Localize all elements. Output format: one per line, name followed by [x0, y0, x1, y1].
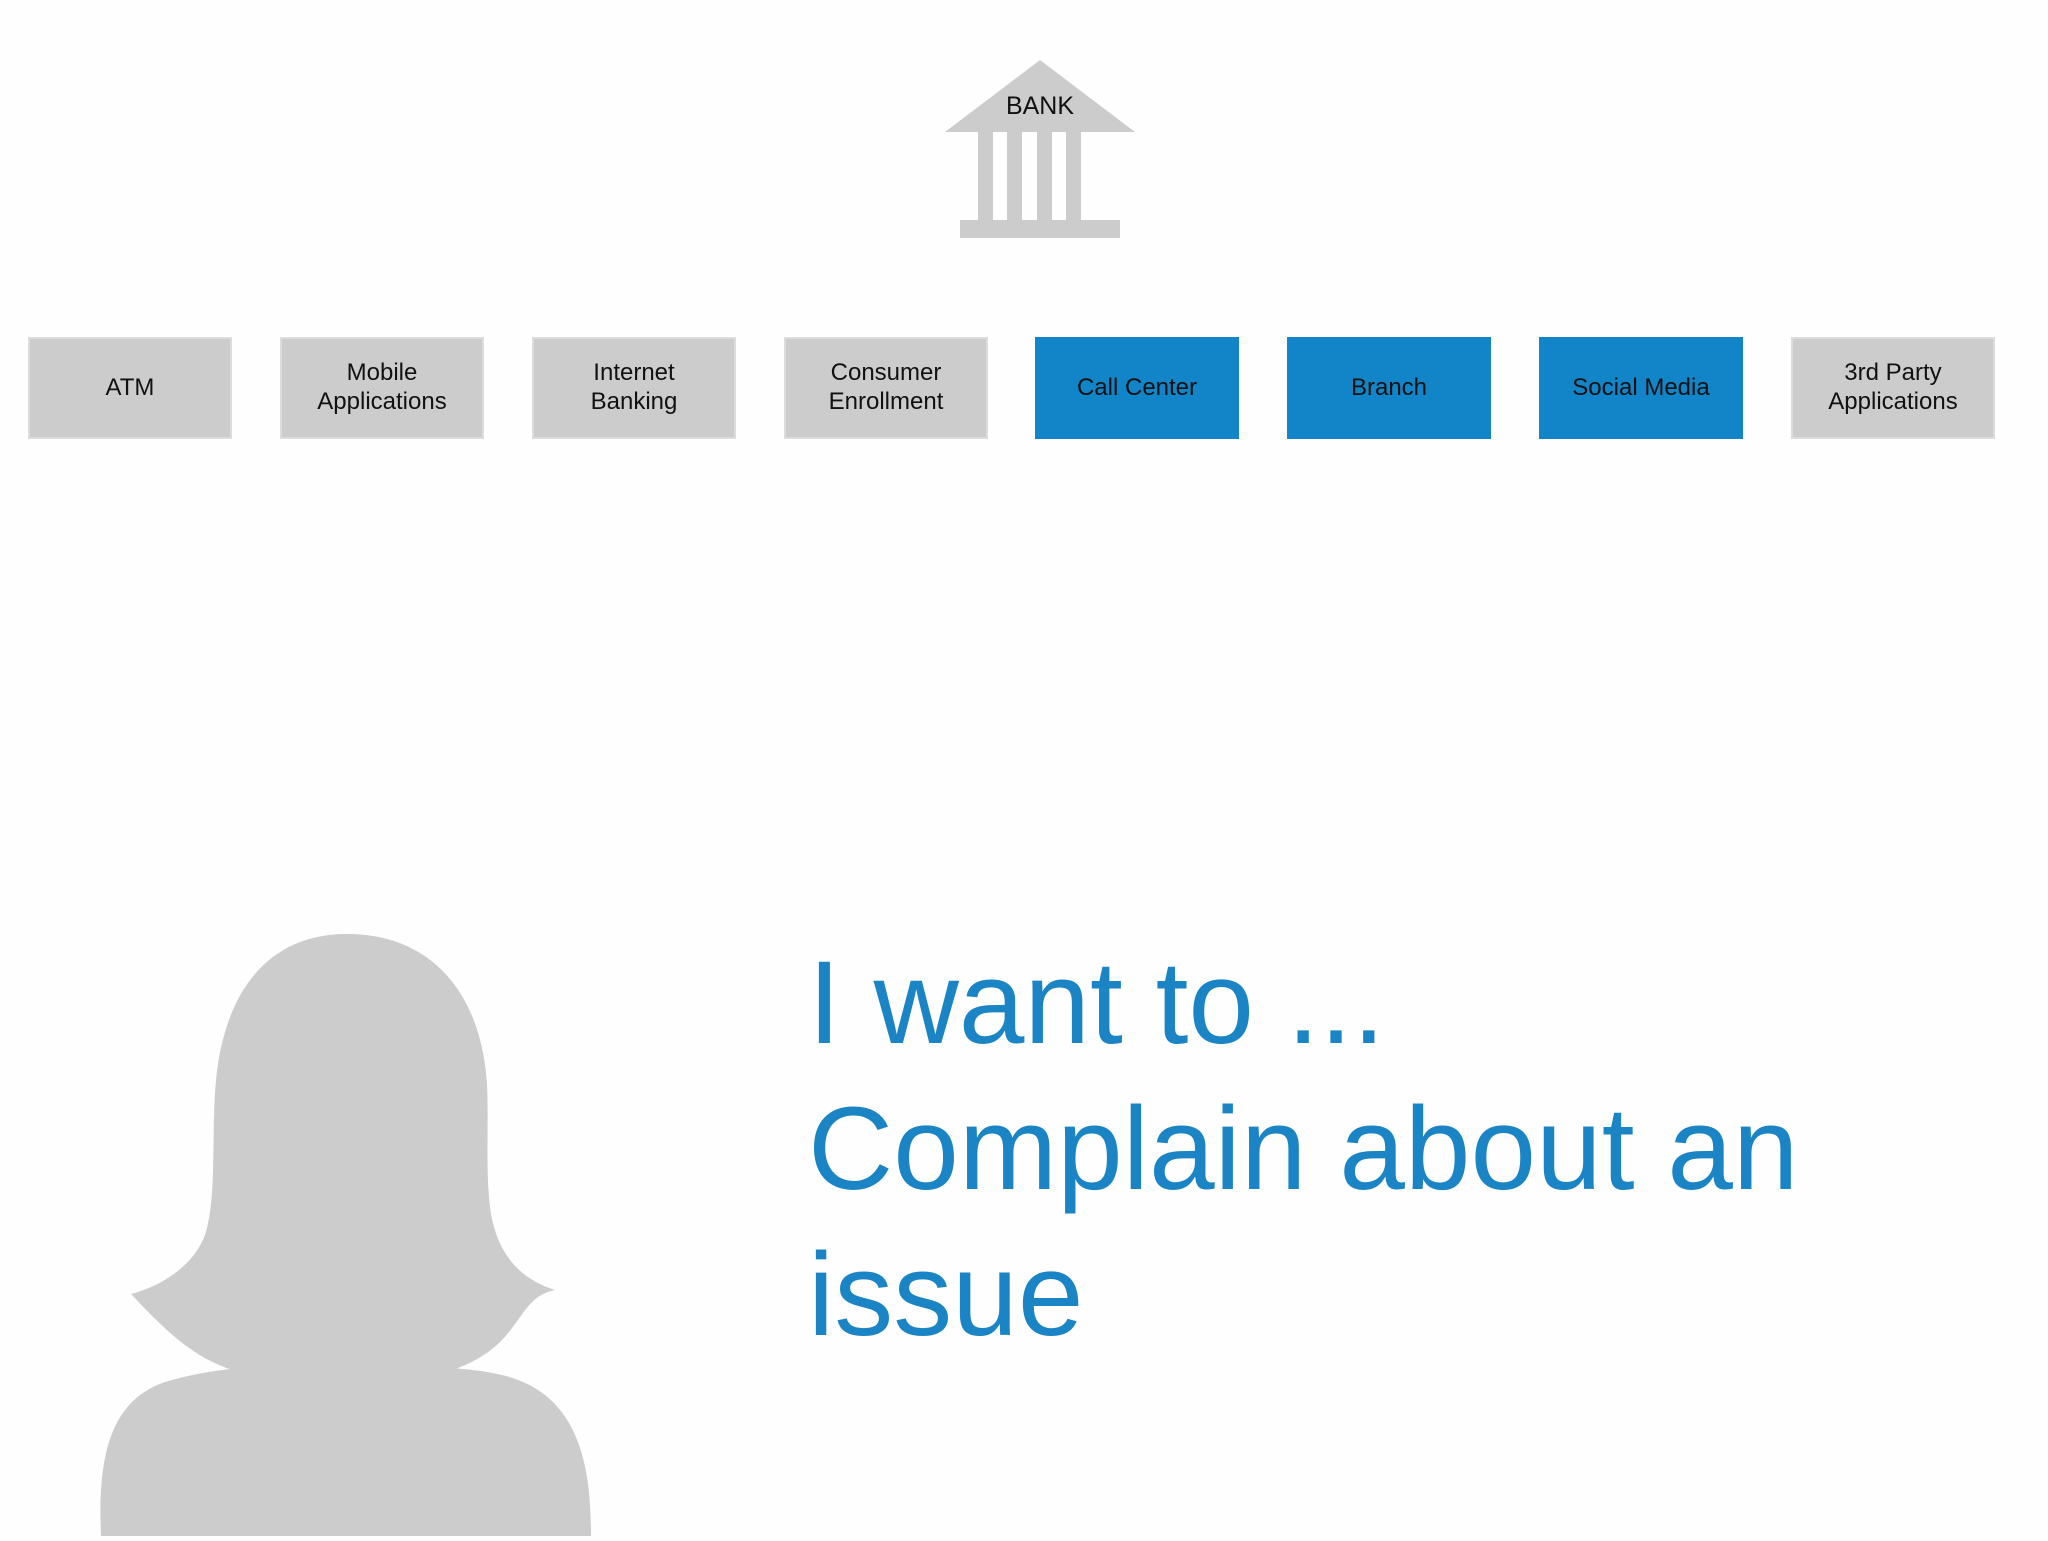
channel-mobile-applications[interactable]: Mobile Applications — [280, 337, 484, 439]
channel-internet-banking[interactable]: Internet Banking — [532, 337, 736, 439]
channel-3rd-party-applications[interactable]: 3rd Party Applications — [1791, 337, 1995, 439]
person-silhouette-icon — [95, 930, 605, 1536]
headline-line-1: I want to ... — [808, 937, 1386, 1069]
headline: I want to ... Complain about an issue — [808, 930, 1988, 1368]
channel-atm[interactable]: ATM — [28, 337, 232, 439]
headline-line-2: Complain about an — [808, 1083, 1799, 1215]
channel-call-center[interactable]: Call Center — [1035, 337, 1239, 439]
channel-branch[interactable]: Branch — [1287, 337, 1491, 439]
bank-building-icon: BANK — [945, 60, 1135, 240]
channel-row: ATM Mobile Applications Internet Banking… — [0, 337, 2048, 441]
bank-label: BANK — [1005, 92, 1075, 120]
channel-social-media[interactable]: Social Media — [1539, 337, 1743, 439]
channel-consumer-enrollment[interactable]: Consumer Enrollment — [784, 337, 988, 439]
headline-line-3: issue — [808, 1229, 1084, 1361]
